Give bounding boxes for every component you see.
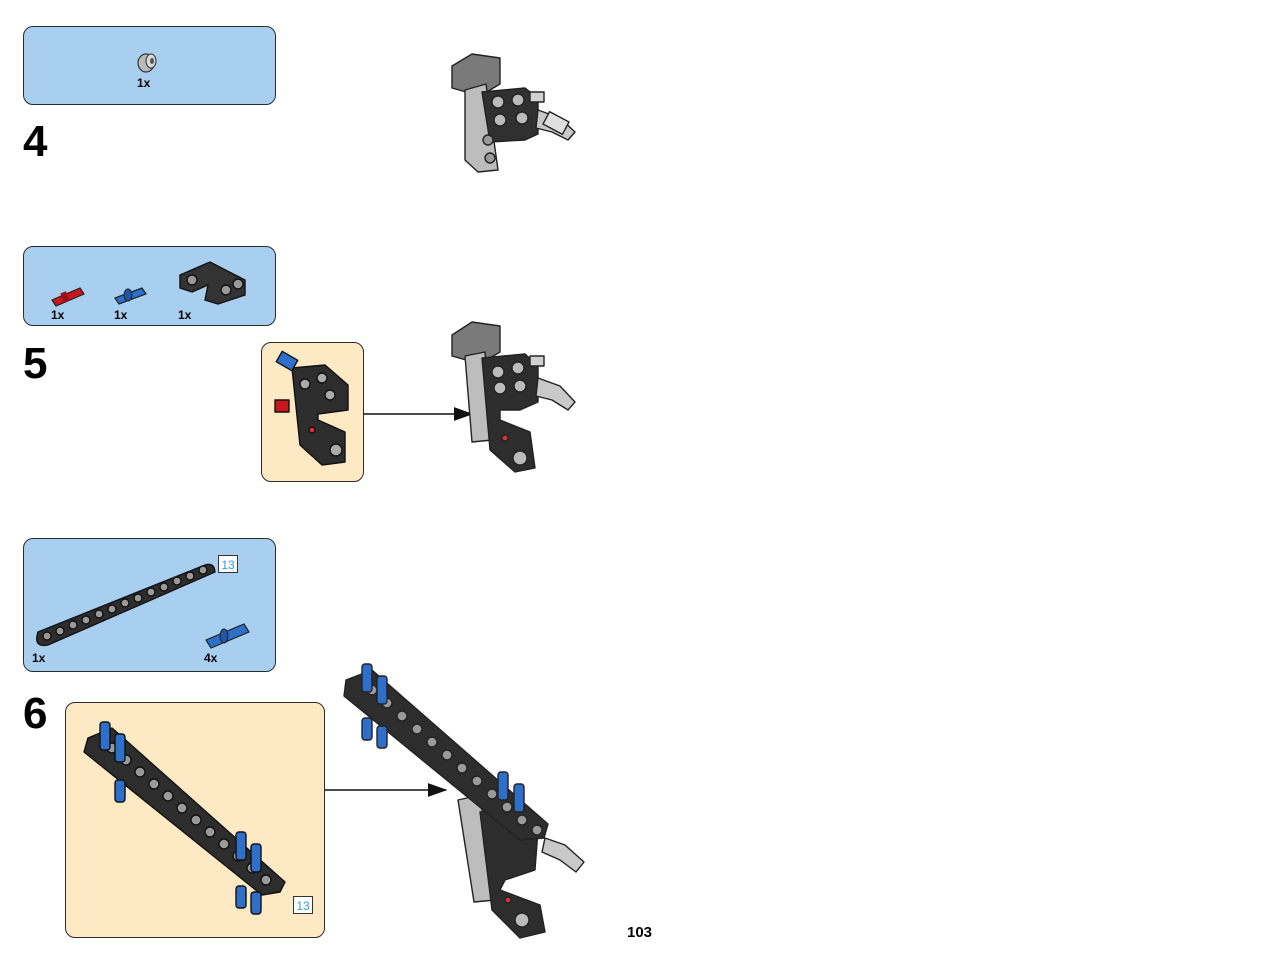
step6-parts-callout	[23, 538, 276, 672]
step6-beam-length-badge: 13	[218, 555, 238, 573]
step5-red-axle-pin-part	[51, 287, 85, 307]
step4-model	[451, 53, 576, 173]
step5-blue-pin-part	[114, 287, 147, 305]
step6-part2-qty: 4x	[204, 651, 218, 665]
step6-blue-pin-part	[205, 623, 250, 649]
page-number: 103	[627, 924, 653, 941]
step4-bush-part	[137, 53, 157, 73]
step5-part3-qty: 1x	[178, 308, 192, 322]
step6-number: 6	[23, 689, 48, 738]
step5-model	[451, 321, 576, 473]
step5-part1-qty: 1x	[51, 308, 65, 322]
step6-subassembly-length-badge: 13	[293, 896, 313, 914]
step5-part2-qty: 1x	[114, 308, 128, 322]
step5-number: 5	[23, 339, 48, 388]
step4-part1-qty: 1x	[137, 76, 151, 90]
step6-subassembly	[83, 721, 286, 915]
step5-angled-liftarm-part	[179, 261, 246, 305]
step6-model	[343, 663, 585, 939]
step6-beam13-part	[36, 563, 216, 647]
step5-subassembly	[274, 350, 349, 466]
step6-part1-qty: 1x	[32, 651, 46, 665]
step4-number: 4	[23, 117, 48, 166]
